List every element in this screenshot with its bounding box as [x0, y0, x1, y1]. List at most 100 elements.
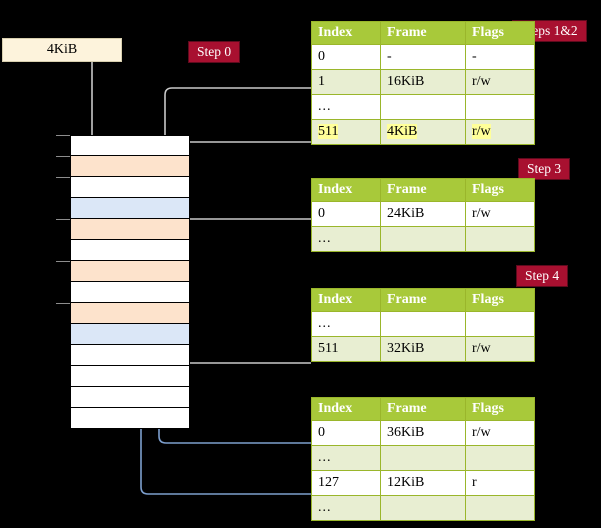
table-cell-index: 127	[311, 470, 381, 497]
highlighted-value: 4KiB	[387, 124, 418, 140]
source-frame-label: 4KiB	[46, 42, 78, 57]
table-cell-index: 0	[311, 420, 381, 447]
link-step4	[171, 304, 311, 364]
table-cell-frame	[380, 445, 466, 472]
table-row: ...	[311, 495, 535, 522]
source-frame-box: 4KiB	[2, 38, 122, 62]
table-cell-frame: 32KiB	[380, 336, 466, 363]
table-cell-index: 511	[311, 336, 381, 363]
table-cell-index: ...	[311, 94, 381, 121]
highlighted-value: r/w	[472, 124, 491, 140]
column-header-flags: Flags	[465, 396, 535, 422]
table-row: 0--	[311, 44, 535, 71]
column-header-frame: Frame	[380, 177, 466, 203]
table-cell-index: 1	[311, 69, 381, 96]
table-cell-flags: r/w	[465, 119, 535, 146]
table-cell-frame	[380, 94, 466, 121]
table-cell-flags	[465, 226, 535, 253]
column-header-flags: Flags	[465, 20, 535, 46]
table-cell-frame: 16KiB	[380, 69, 466, 96]
table-cell-index: ...	[311, 495, 381, 522]
table-cell-flags	[465, 94, 535, 121]
memory-row-tick	[56, 261, 70, 262]
memory-frame-row	[70, 303, 190, 324]
memory-frame-row	[70, 345, 190, 366]
table-cell-frame	[380, 311, 466, 338]
column-header-frame: Frame	[380, 20, 466, 46]
link-table4-row0	[152, 326, 311, 444]
table-cell-frame: 36KiB	[380, 420, 466, 447]
table-cell-flags: r/w	[465, 69, 535, 96]
table-cell-index: 511	[311, 119, 381, 146]
badge-step-4: Step 4	[516, 265, 569, 287]
memory-row-tick	[56, 303, 70, 304]
badge-step-3: Step 3	[518, 158, 571, 180]
table-row: ...	[311, 226, 535, 253]
memory-row-tick	[56, 156, 70, 157]
memory-frame-row	[70, 219, 190, 240]
table-cell-index: 0	[311, 44, 381, 71]
column-header-index: Index	[311, 396, 381, 422]
memory-frame-row	[70, 135, 190, 156]
column-header-index: Index	[311, 20, 381, 46]
table-cell-flags	[465, 311, 535, 338]
table-cell-frame: 12KiB	[380, 470, 466, 497]
table-cell-index: 0	[311, 201, 381, 228]
table-cell-frame: 24KiB	[380, 201, 466, 228]
memory-frame-row	[70, 408, 190, 429]
table-row: ...	[311, 445, 535, 472]
table-row: ...	[311, 311, 535, 338]
table-cell-index: ...	[311, 226, 381, 253]
table-cell-flags: r	[465, 470, 535, 497]
memory-frame-row	[70, 240, 190, 261]
physical-memory-column	[70, 135, 190, 429]
table-cell-frame	[380, 495, 466, 522]
column-header-flags: Flags	[465, 287, 535, 313]
table-cell-flags: r/w	[465, 420, 535, 447]
memory-frame-row	[70, 198, 190, 219]
column-header-index: Index	[311, 287, 381, 313]
column-header-index: Index	[311, 177, 381, 203]
table-cell-frame: 4KiB	[380, 119, 466, 146]
table-cell-flags: -	[465, 44, 535, 71]
column-header-frame: Frame	[380, 396, 466, 422]
memory-frame-row	[70, 177, 190, 198]
link-step3	[172, 218, 311, 263]
table-cell-flags	[465, 495, 535, 522]
table-cell-frame	[380, 226, 466, 253]
memory-frame-row	[70, 261, 190, 282]
table-cell-flags: r/w	[465, 336, 535, 363]
memory-row-tick	[56, 177, 70, 178]
memory-frame-row	[70, 387, 190, 408]
memory-frame-row	[70, 366, 190, 387]
memory-frame-row	[70, 282, 190, 303]
memory-frame-row	[70, 324, 190, 345]
table-cell-index: ...	[311, 445, 381, 472]
column-header-flags: Flags	[465, 177, 535, 203]
table-cell-frame: -	[380, 44, 466, 71]
link-steps12	[164, 87, 311, 151]
link-table4-row127	[134, 205, 311, 495]
memory-row-tick	[56, 219, 70, 220]
memory-row-tick	[56, 135, 70, 136]
table-cell-index: ...	[311, 311, 381, 338]
table-row: ...	[311, 94, 535, 121]
memory-frame-row	[70, 156, 190, 177]
highlighted-value: 511	[318, 124, 339, 140]
badge-step-0: Step 0	[188, 41, 241, 63]
table-row: 511 4KiB r/w	[311, 119, 535, 146]
